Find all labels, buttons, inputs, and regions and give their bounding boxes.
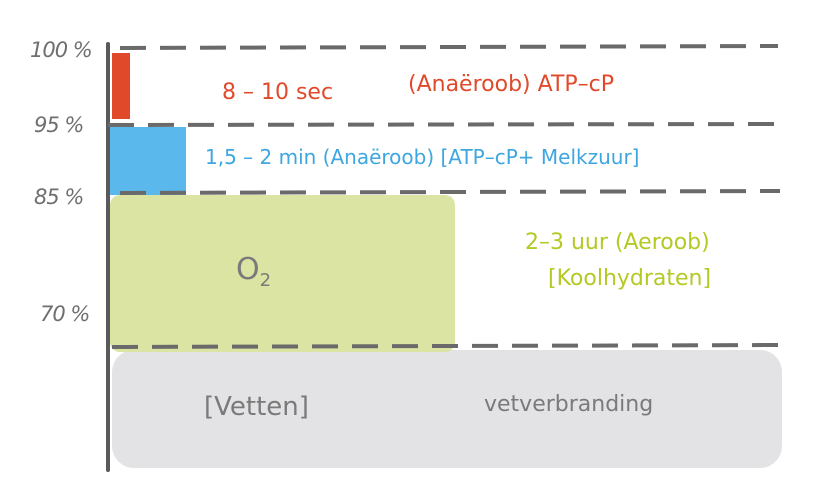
threshold-95 — [107, 122, 781, 127]
oxygen-symbol: O — [236, 252, 260, 287]
oxygen-subscript: 2 — [259, 270, 272, 291]
blue-lactic-block — [110, 127, 186, 195]
gray-fuel-label: [Vetten] — [204, 392, 309, 422]
threshold-100 — [119, 44, 779, 50]
tick-100: 100 % — [30, 38, 93, 62]
tick-95: 95 % — [34, 113, 84, 137]
tick-70: 70 % — [40, 302, 90, 326]
green-duration-label: 2–3 uur (Aeroob) — [525, 230, 710, 255]
green-aerobic-block — [110, 195, 455, 352]
red-atp-cp-block — [112, 53, 130, 119]
gray-process-label: vetverbranding — [484, 392, 654, 417]
oxygen-label: O2 — [236, 252, 271, 291]
red-duration-label: 8 – 10 sec — [222, 80, 334, 105]
green-fuel-label: [Koolhydraten] — [548, 266, 712, 291]
blue-label: 1,5 – 2 min (Anaëroob) [ATP–cP+ Melkzuur… — [205, 145, 640, 169]
threshold-85 — [119, 189, 781, 195]
red-system-label: (Anaëroob) ATP–cP — [408, 72, 615, 97]
threshold-70 — [111, 343, 781, 349]
tick-85: 85 % — [34, 185, 84, 209]
gray-fat-zone — [112, 350, 782, 468]
